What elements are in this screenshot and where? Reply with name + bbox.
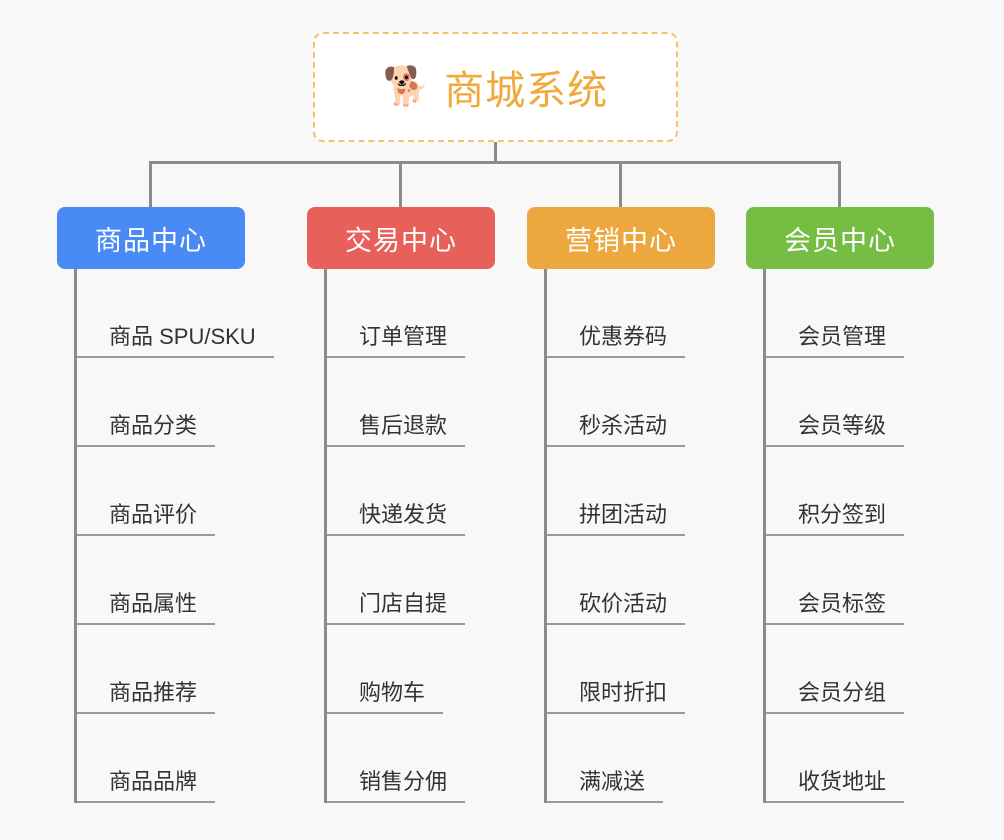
leaf-label: 销售分佣 bbox=[359, 768, 448, 794]
list-item[interactable]: 商品推荐 bbox=[77, 625, 274, 714]
list-item[interactable]: 门店自提 bbox=[327, 536, 495, 625]
connector-drop-product-center bbox=[149, 161, 152, 207]
leaf-label: 购物车 bbox=[359, 679, 426, 705]
leaf-label: 门店自提 bbox=[359, 590, 448, 616]
root-node-title: 商城系统 bbox=[444, 69, 609, 113]
leaf-label: 商品品牌 bbox=[109, 768, 198, 794]
leaf-label: 砍价活动 bbox=[579, 590, 668, 616]
leaf-label: 会员等级 bbox=[798, 412, 887, 438]
list-item[interactable]: 购物车 bbox=[327, 625, 495, 714]
connector-drop-trade-center bbox=[399, 161, 402, 207]
leaf-label: 拼团活动 bbox=[579, 501, 668, 527]
leaf-label: 优惠券码 bbox=[579, 323, 668, 349]
leaf-label: 商品推荐 bbox=[109, 679, 198, 705]
list-item[interactable]: 会员等级 bbox=[766, 358, 934, 447]
list-item[interactable]: 拼团活动 bbox=[547, 447, 715, 536]
connector-drop-marketing-center bbox=[619, 161, 622, 207]
leaf-label: 收货地址 bbox=[798, 768, 887, 794]
list-item[interactable]: 售后退款 bbox=[327, 358, 495, 447]
list-item[interactable]: 商品分类 bbox=[77, 358, 274, 447]
category-box-product-center[interactable]: 商品中心 bbox=[57, 207, 245, 269]
list-item[interactable]: 会员管理 bbox=[766, 269, 934, 358]
category-label: 营销中心 bbox=[565, 225, 677, 256]
column-marketing-center: 营销中心 优惠券码 秒杀活动 拼团活动 砍价活动 限时折扣 满减送 bbox=[527, 207, 715, 803]
list-item[interactable]: 积分签到 bbox=[766, 447, 934, 536]
list-item[interactable]: 满减送 bbox=[547, 714, 715, 803]
connector-horizontal-bus bbox=[149, 161, 840, 164]
list-item[interactable]: 商品品牌 bbox=[77, 714, 274, 803]
category-box-member-center[interactable]: 会员中心 bbox=[746, 207, 934, 269]
leaf-list-product-center: 商品 SPU/SKU 商品分类 商品评价 商品属性 商品推荐 商品品牌 bbox=[74, 269, 274, 803]
shiba-dog-face-icon: 🐕 bbox=[382, 66, 431, 108]
leaf-label: 秒杀活动 bbox=[579, 412, 668, 438]
list-item[interactable]: 销售分佣 bbox=[327, 714, 495, 803]
leaf-label: 会员管理 bbox=[798, 323, 887, 349]
list-item[interactable]: 收货地址 bbox=[766, 714, 934, 803]
leaf-label: 会员标签 bbox=[798, 590, 887, 616]
category-box-marketing-center[interactable]: 营销中心 bbox=[527, 207, 715, 269]
list-item[interactable]: 商品属性 bbox=[77, 536, 274, 625]
leaf-label: 售后退款 bbox=[359, 412, 448, 438]
root-node-mall-system[interactable]: 🐕 商城系统 bbox=[313, 32, 678, 142]
connector-drop-member-center bbox=[838, 161, 841, 207]
list-item[interactable]: 秒杀活动 bbox=[547, 358, 715, 447]
list-item[interactable]: 砍价活动 bbox=[547, 536, 715, 625]
column-member-center: 会员中心 会员管理 会员等级 积分签到 会员标签 会员分组 收货地址 bbox=[746, 207, 934, 803]
leaf-list-member-center: 会员管理 会员等级 积分签到 会员标签 会员分组 收货地址 bbox=[763, 269, 934, 803]
list-item[interactable]: 商品评价 bbox=[77, 447, 274, 536]
category-box-trade-center[interactable]: 交易中心 bbox=[307, 207, 495, 269]
leaf-label: 快递发货 bbox=[359, 501, 448, 527]
leaf-label: 商品分类 bbox=[109, 412, 198, 438]
category-label: 交易中心 bbox=[345, 225, 457, 256]
list-item[interactable]: 限时折扣 bbox=[547, 625, 715, 714]
leaf-label: 商品评价 bbox=[109, 501, 198, 527]
connector-root-stub bbox=[494, 142, 497, 163]
leaf-label: 订单管理 bbox=[359, 323, 448, 349]
leaf-label: 商品属性 bbox=[109, 590, 198, 616]
leaf-label: 满减送 bbox=[579, 768, 646, 794]
list-item[interactable]: 会员分组 bbox=[766, 625, 934, 714]
leaf-list-marketing-center: 优惠券码 秒杀活动 拼团活动 砍价活动 限时折扣 满减送 bbox=[544, 269, 715, 803]
list-item[interactable]: 订单管理 bbox=[327, 269, 495, 358]
leaf-label: 限时折扣 bbox=[579, 679, 668, 705]
category-label: 商品中心 bbox=[95, 225, 207, 256]
list-item[interactable]: 商品 SPU/SKU bbox=[77, 269, 274, 358]
category-label: 会员中心 bbox=[784, 225, 896, 256]
leaf-label: 会员分组 bbox=[798, 679, 887, 705]
column-trade-center: 交易中心 订单管理 售后退款 快递发货 门店自提 购物车 销售分佣 bbox=[307, 207, 495, 803]
leaf-label: 积分签到 bbox=[798, 501, 887, 527]
list-item[interactable]: 快递发货 bbox=[327, 447, 495, 536]
list-item[interactable]: 优惠券码 bbox=[547, 269, 715, 358]
leaf-label: 商品 SPU/SKU bbox=[109, 323, 256, 349]
leaf-list-trade-center: 订单管理 售后退款 快递发货 门店自提 购物车 销售分佣 bbox=[324, 269, 495, 803]
list-item[interactable]: 会员标签 bbox=[766, 536, 934, 625]
column-product-center: 商品中心 商品 SPU/SKU 商品分类 商品评价 商品属性 商品推荐 商品品牌 bbox=[57, 207, 274, 803]
